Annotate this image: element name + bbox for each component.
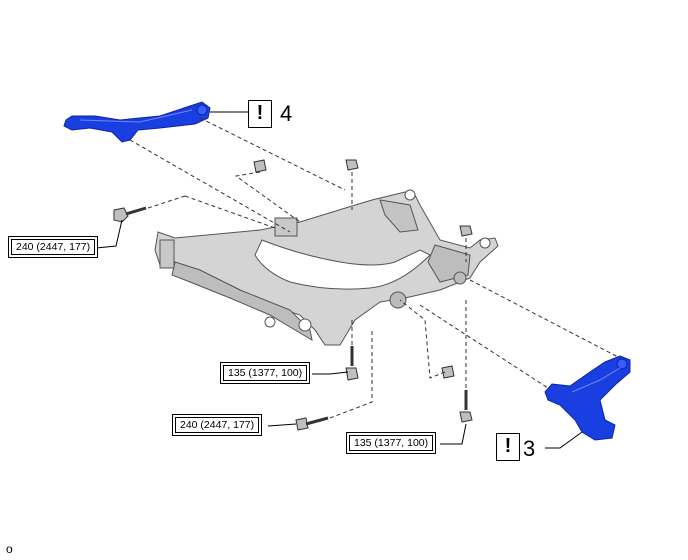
nut-lower-center (441, 365, 455, 379)
torque-value-right: 135 (1377, 100) (349, 435, 434, 451)
bolt-head-left (113, 207, 129, 223)
torque-value-center-lower: 240 (2447, 177) (175, 417, 260, 433)
lower-arm-callout-number: 3 (523, 436, 536, 461)
upper-arm-callout-number: 4 (280, 101, 293, 126)
bolt-center (345, 367, 359, 381)
nut-center-top (345, 159, 359, 171)
assembly-lines (129, 117, 621, 419)
bolt-head-lower (295, 417, 309, 431)
lower-arm-alert-icon: ! (496, 433, 520, 461)
torque-label-center-upper: 135 (1377, 100) (220, 362, 311, 384)
upper-suspension-arm (63, 101, 211, 143)
fasteners (113, 159, 473, 431)
bolt-right (459, 411, 473, 423)
torque-value-left: 240 (2447, 177) (11, 239, 96, 255)
torque-label-left: 240 (2447, 177) (8, 236, 99, 258)
nut-right-top (459, 225, 473, 237)
suspension-subframe (154, 189, 499, 346)
footer-mark: o (6, 542, 13, 556)
leader-lines (95, 111, 583, 449)
nut-upper (253, 159, 267, 173)
upper-arm-alert-icon: ! (248, 100, 272, 128)
torque-label-right: 135 (1377, 100) (346, 432, 437, 454)
torque-label-center-lower: 240 (2447, 177) (172, 414, 263, 436)
torque-value-center-upper: 135 (1377, 100) (223, 365, 308, 381)
lower-suspension-arm (544, 355, 631, 441)
